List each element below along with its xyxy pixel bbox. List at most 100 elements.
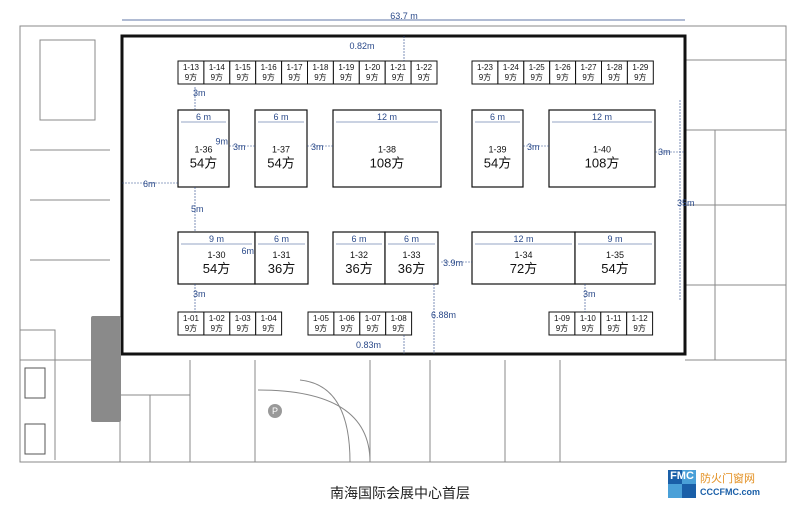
- booth-id: 1-10: [580, 314, 597, 323]
- booth-id: 1-03: [235, 314, 252, 323]
- booth-size: 9方: [479, 72, 491, 82]
- booth-size: 9方: [608, 72, 620, 82]
- booth-size: 9方: [314, 72, 326, 82]
- booth-id: 1-34: [514, 250, 532, 260]
- booth-id: 1-23: [477, 63, 494, 72]
- booth-width: 6 m: [490, 112, 505, 122]
- booth-size: 9方: [262, 323, 274, 333]
- booth-size: 36方: [345, 261, 372, 276]
- booth-size: 108方: [585, 156, 620, 171]
- booth-size: 9方: [582, 72, 594, 82]
- dimension-label: 6.88m: [431, 310, 456, 320]
- booth-size: 9方: [531, 72, 543, 82]
- watermark-logo: [668, 470, 796, 526]
- booth-id: 1-40: [593, 145, 611, 155]
- watermark-cn: 防火门窗网: [700, 472, 755, 485]
- dimension-label: 3m: [193, 88, 206, 98]
- booth-size: 9方: [366, 72, 378, 82]
- booth-size: 54方: [203, 261, 230, 276]
- booth-size: 54方: [484, 156, 511, 171]
- booth-size: 9方: [315, 323, 327, 333]
- booth-id: 1-21: [390, 63, 407, 72]
- plan-caption: 南海国际会展中心首层: [330, 486, 470, 502]
- booth-id: 1-37: [272, 145, 290, 155]
- booth-size: 9方: [262, 72, 274, 82]
- booth-size: 9方: [392, 72, 404, 82]
- parking-letter: P: [272, 406, 278, 416]
- booth-width: 12 m: [377, 112, 397, 122]
- booth-size: 9方: [185, 72, 197, 82]
- booth-size: 9方: [340, 72, 352, 82]
- booth-id: 1-36: [194, 145, 212, 155]
- booth-width: 6 m: [351, 234, 366, 244]
- booth-id: 1-31: [272, 250, 290, 260]
- booth-id: 1-12: [632, 314, 649, 323]
- watermark-domain: CCCFMC.com: [700, 487, 760, 497]
- dimension-label: 3.9m: [443, 258, 463, 268]
- dimension-label: 6m: [143, 179, 156, 189]
- booth-size: 9方: [367, 323, 379, 333]
- booth-size: 9方: [418, 72, 430, 82]
- dimension-label: 5m: [191, 204, 204, 214]
- booth-id: 1-38: [378, 145, 396, 155]
- overall-width-label: 63.7 m: [390, 11, 418, 21]
- booth-size: 54方: [267, 156, 294, 171]
- booth-size: 9方: [634, 72, 646, 82]
- booth-id: 1-26: [555, 63, 572, 72]
- booth-width: 12 m: [592, 112, 612, 122]
- booth-id: 1-24: [503, 63, 520, 72]
- booth-id: 1-32: [350, 250, 368, 260]
- booth-size: 36方: [398, 261, 425, 276]
- booth-width: 6 m: [273, 112, 288, 122]
- booth-size: 9方: [237, 323, 249, 333]
- booth-id: 1-05: [313, 314, 330, 323]
- booth-id: 1-35: [606, 250, 624, 260]
- dimension-label: 3m: [583, 289, 596, 299]
- booth-id: 1-30: [207, 250, 225, 260]
- booth-size: 9方: [237, 72, 249, 82]
- booth-size: 36方: [268, 261, 295, 276]
- booth-size: 9方: [185, 323, 197, 333]
- dimension-label: 3m: [193, 289, 206, 299]
- booth-width: 9 m: [209, 234, 224, 244]
- booth-size: 54方: [190, 156, 217, 171]
- booth-id: 1-25: [529, 63, 546, 72]
- booth-id: 1-11: [606, 314, 622, 323]
- booth-size: 9方: [633, 323, 645, 333]
- booth-size: 9方: [392, 323, 404, 333]
- booth-id: 1-01: [183, 314, 200, 323]
- booth-id: 1-13: [183, 63, 200, 72]
- booth-size: 9方: [288, 72, 300, 82]
- dimension-label: 0.83m: [356, 340, 381, 350]
- booth-id: 1-28: [606, 63, 623, 72]
- booth-size: 9方: [582, 323, 594, 333]
- elevator-left-2: [24, 423, 46, 455]
- booth-id: 1-09: [554, 314, 571, 323]
- dimension-label: 0.82m: [349, 41, 374, 51]
- dimension-label: 35m: [677, 198, 695, 208]
- booth-id: 1-39: [488, 145, 506, 155]
- dimension-label: 3m: [527, 142, 540, 152]
